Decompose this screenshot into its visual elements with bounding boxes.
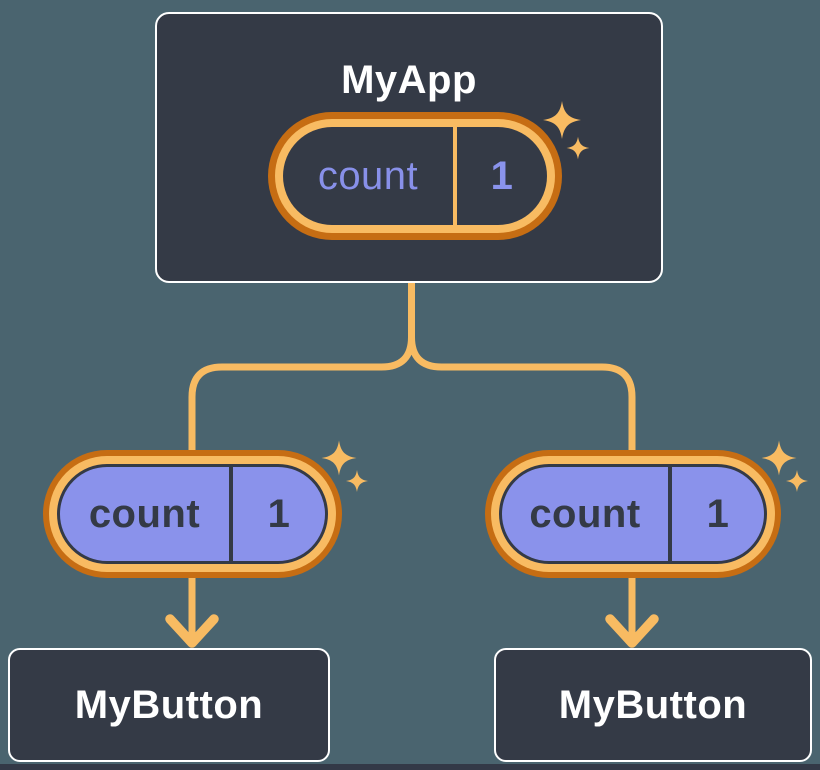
sparkle-icon (321, 440, 357, 476)
state-label: count (88, 491, 201, 536)
state-pill-right-child: count 1 (485, 450, 781, 578)
pill-core: count 1 (283, 127, 547, 225)
pill-divider (453, 127, 457, 225)
component-title-root: MyApp (341, 58, 477, 102)
pill-core: count 1 (499, 464, 767, 564)
pill-divider (668, 467, 672, 561)
pill-ring: count 1 (275, 119, 555, 233)
state-value: 1 (490, 153, 514, 198)
arrow-down-icon (165, 614, 219, 648)
component-title-left-child: MyButton (74, 682, 264, 727)
state-pill-root: count 1 (268, 112, 562, 240)
component-title-right-child: MyButton (558, 682, 748, 727)
sparkle-icon (785, 469, 809, 493)
state-pill-left-child: count 1 (43, 450, 342, 578)
component-card-right-child: MyButton (494, 648, 812, 762)
pill-ring: count 1 (49, 456, 336, 572)
state-value: 1 (267, 491, 291, 536)
sparkle-icon (761, 440, 797, 476)
state-label: count (529, 491, 641, 536)
pill-core: count 1 (57, 464, 328, 564)
pill-ring: count 1 (491, 456, 775, 572)
arrow-down-icon (605, 614, 659, 648)
sparkle-icon (345, 469, 369, 493)
state-value: 1 (706, 491, 730, 536)
state-label: count (317, 153, 419, 198)
component-card-left-child: MyButton (8, 648, 330, 762)
bottom-edge-strip (0, 764, 820, 770)
